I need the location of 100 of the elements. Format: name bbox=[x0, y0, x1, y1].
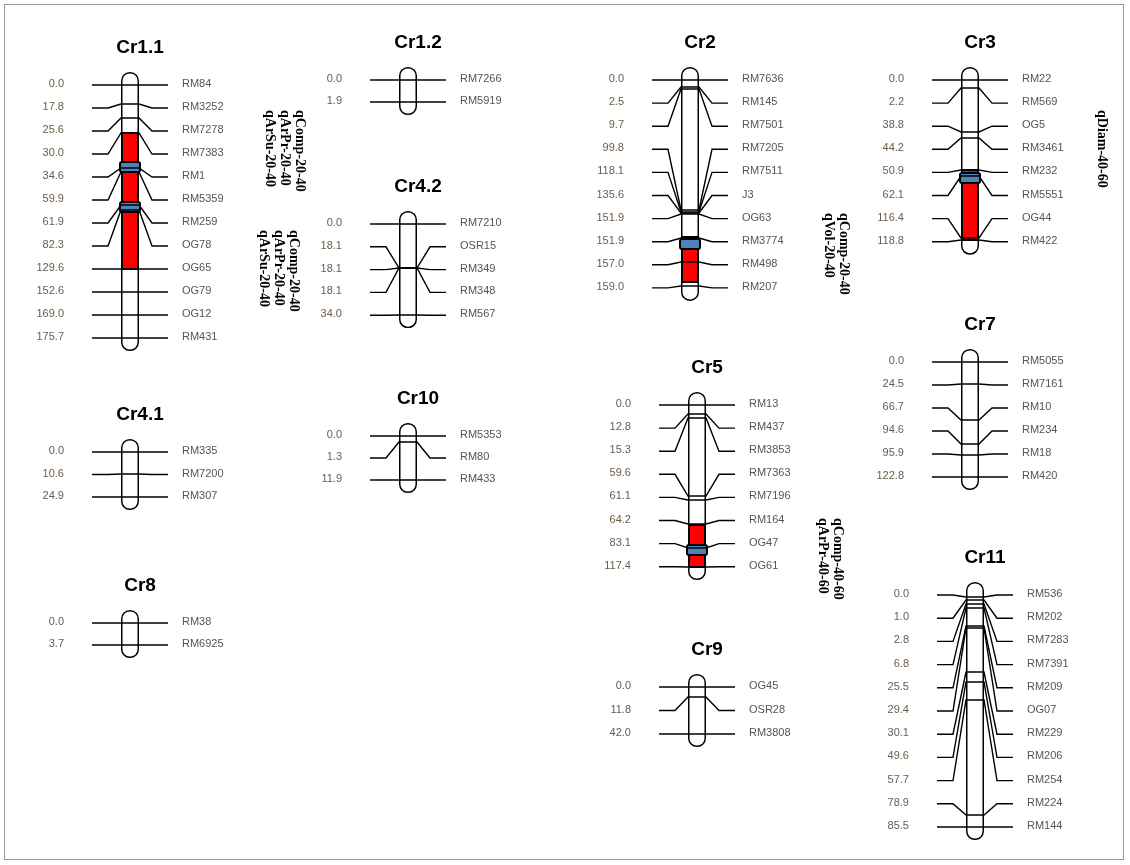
qtl-label: qComp-40-60 bbox=[831, 518, 846, 600]
marker-name: RM232 bbox=[1022, 164, 1058, 178]
map-position: 0.0 bbox=[47, 444, 64, 457]
marker-name: RM569 bbox=[1022, 95, 1058, 109]
map-position: 0.0 bbox=[887, 354, 904, 367]
map-position: 1.0 bbox=[892, 610, 909, 624]
map-position: 157.0 bbox=[595, 256, 624, 270]
marker-name: RM254 bbox=[1027, 772, 1063, 786]
map-position: 15.3 bbox=[608, 443, 631, 457]
map-position: 122.8 bbox=[875, 469, 904, 482]
map-position: 6.8 bbox=[892, 656, 909, 670]
map-position: 0.0 bbox=[47, 615, 64, 628]
qtl-label: qComp-20-40 bbox=[837, 213, 852, 295]
map-position: 1.9 bbox=[325, 94, 342, 107]
marker-name: RM7200 bbox=[182, 466, 224, 480]
map-position: 18.1 bbox=[319, 238, 342, 252]
map-position: 25.6 bbox=[41, 123, 64, 136]
marker-name: RM7391 bbox=[1027, 656, 1069, 670]
map-position: 24.5 bbox=[881, 377, 904, 390]
map-position: 82.3 bbox=[41, 238, 64, 251]
chromosome-label: Cr2 bbox=[684, 30, 716, 54]
map-position: 12.8 bbox=[608, 420, 631, 434]
map-position: 3.7 bbox=[47, 637, 64, 650]
map-position: 151.9 bbox=[595, 210, 624, 224]
map-position: 42.0 bbox=[608, 726, 631, 739]
map-position: 95.9 bbox=[881, 446, 904, 459]
marker-name: RM1 bbox=[182, 169, 206, 182]
map-position: 50.9 bbox=[881, 164, 904, 178]
marker-name: RM6925 bbox=[182, 637, 224, 650]
map-position: 94.6 bbox=[881, 423, 904, 436]
marker-name: RM7283 bbox=[1027, 633, 1069, 647]
marker-name: RM7210 bbox=[460, 216, 502, 229]
qtl-label: qComp-20-40 bbox=[287, 230, 302, 312]
qtl-label: qArPr-40-60 bbox=[816, 518, 831, 594]
marker-name: RM229 bbox=[1027, 726, 1063, 740]
marker-name: RM349 bbox=[460, 261, 496, 275]
marker-name: RM422 bbox=[1022, 233, 1058, 247]
map-position: 59.6 bbox=[608, 466, 631, 480]
chromosome-label: Cr10 bbox=[396, 386, 440, 410]
marker-name: RM144 bbox=[1027, 819, 1063, 832]
marker-name: RM498 bbox=[742, 256, 778, 270]
marker-name: RM3461 bbox=[1022, 141, 1064, 155]
marker-name: RM3774 bbox=[742, 233, 784, 247]
map-position: 10.6 bbox=[41, 466, 64, 480]
map-position: 25.5 bbox=[886, 679, 909, 693]
chromosome-label: Cr4.1 bbox=[116, 402, 164, 426]
chromosome-label: Cr4.2 bbox=[394, 174, 442, 198]
marker-name: OG63 bbox=[742, 210, 772, 224]
marker-name: RM420 bbox=[1022, 469, 1058, 482]
marker-name: RM7278 bbox=[182, 123, 224, 136]
qtl-label: qArPr-20-40 bbox=[272, 230, 287, 306]
marker-name: RM3808 bbox=[749, 726, 791, 739]
map-position: 44.2 bbox=[881, 141, 904, 155]
map-position: 62.1 bbox=[881, 187, 904, 201]
map-position: 61.1 bbox=[608, 489, 631, 503]
map-position: 0.0 bbox=[325, 72, 342, 85]
marker-name: OSR28 bbox=[749, 702, 786, 716]
marker-name: RM5919 bbox=[460, 94, 502, 107]
qtl-label: qVol-20-40 bbox=[822, 213, 837, 278]
marker-name: RM13 bbox=[749, 397, 779, 410]
marker-name: RM18 bbox=[1022, 446, 1052, 459]
qtl-label: qArSu-20-40 bbox=[263, 110, 278, 187]
marker-name: RM437 bbox=[749, 420, 785, 434]
marker-name: RM259 bbox=[182, 215, 218, 228]
chromosome-label: Cr5 bbox=[691, 355, 723, 379]
marker-name: RM7161 bbox=[1022, 377, 1064, 390]
marker-name: OG79 bbox=[182, 284, 212, 297]
map-position: 24.9 bbox=[41, 489, 64, 502]
marker-name: RM202 bbox=[1027, 610, 1063, 624]
marker-name: OG47 bbox=[749, 535, 779, 549]
qtl-label: qArPr-20-40 bbox=[278, 110, 293, 186]
marker-name: RM431 bbox=[182, 330, 218, 343]
map-position: 11.8 bbox=[609, 702, 631, 716]
marker-name: RM207 bbox=[742, 279, 778, 293]
qtl-label: qComp-20-40 bbox=[293, 110, 308, 192]
map-position: 30.0 bbox=[41, 146, 64, 159]
marker-name: OSR15 bbox=[460, 238, 497, 252]
map-position: 175.7 bbox=[35, 330, 64, 343]
map-position: 85.5 bbox=[886, 819, 909, 832]
chromosome-label: Cr11 bbox=[964, 545, 1006, 569]
chromosome-label: Cr8 bbox=[124, 573, 156, 597]
map-position: 0.0 bbox=[614, 397, 631, 410]
marker-name: RM3853 bbox=[749, 443, 791, 457]
map-position: 0.0 bbox=[325, 428, 342, 441]
marker-name: RM433 bbox=[460, 472, 496, 485]
marker-name: RM7196 bbox=[749, 489, 791, 503]
marker-name: RM7266 bbox=[460, 72, 502, 85]
map-position: 0.0 bbox=[325, 216, 342, 229]
marker-name: RM5353 bbox=[460, 428, 502, 441]
map-position: 116.4 bbox=[876, 210, 904, 224]
marker-name: RM7511 bbox=[742, 164, 783, 178]
marker-name: OG5 bbox=[1022, 118, 1046, 132]
map-position: 29.4 bbox=[886, 703, 909, 716]
map-position: 152.6 bbox=[35, 284, 64, 297]
chromosome-label: Cr1.1 bbox=[116, 35, 164, 59]
map-position: 99.8 bbox=[601, 141, 624, 155]
map-position: 57.7 bbox=[886, 772, 909, 786]
map-position: 61.9 bbox=[41, 215, 64, 228]
marker-name: RM234 bbox=[1022, 423, 1058, 436]
chromosome-label: Cr7 bbox=[964, 312, 996, 336]
